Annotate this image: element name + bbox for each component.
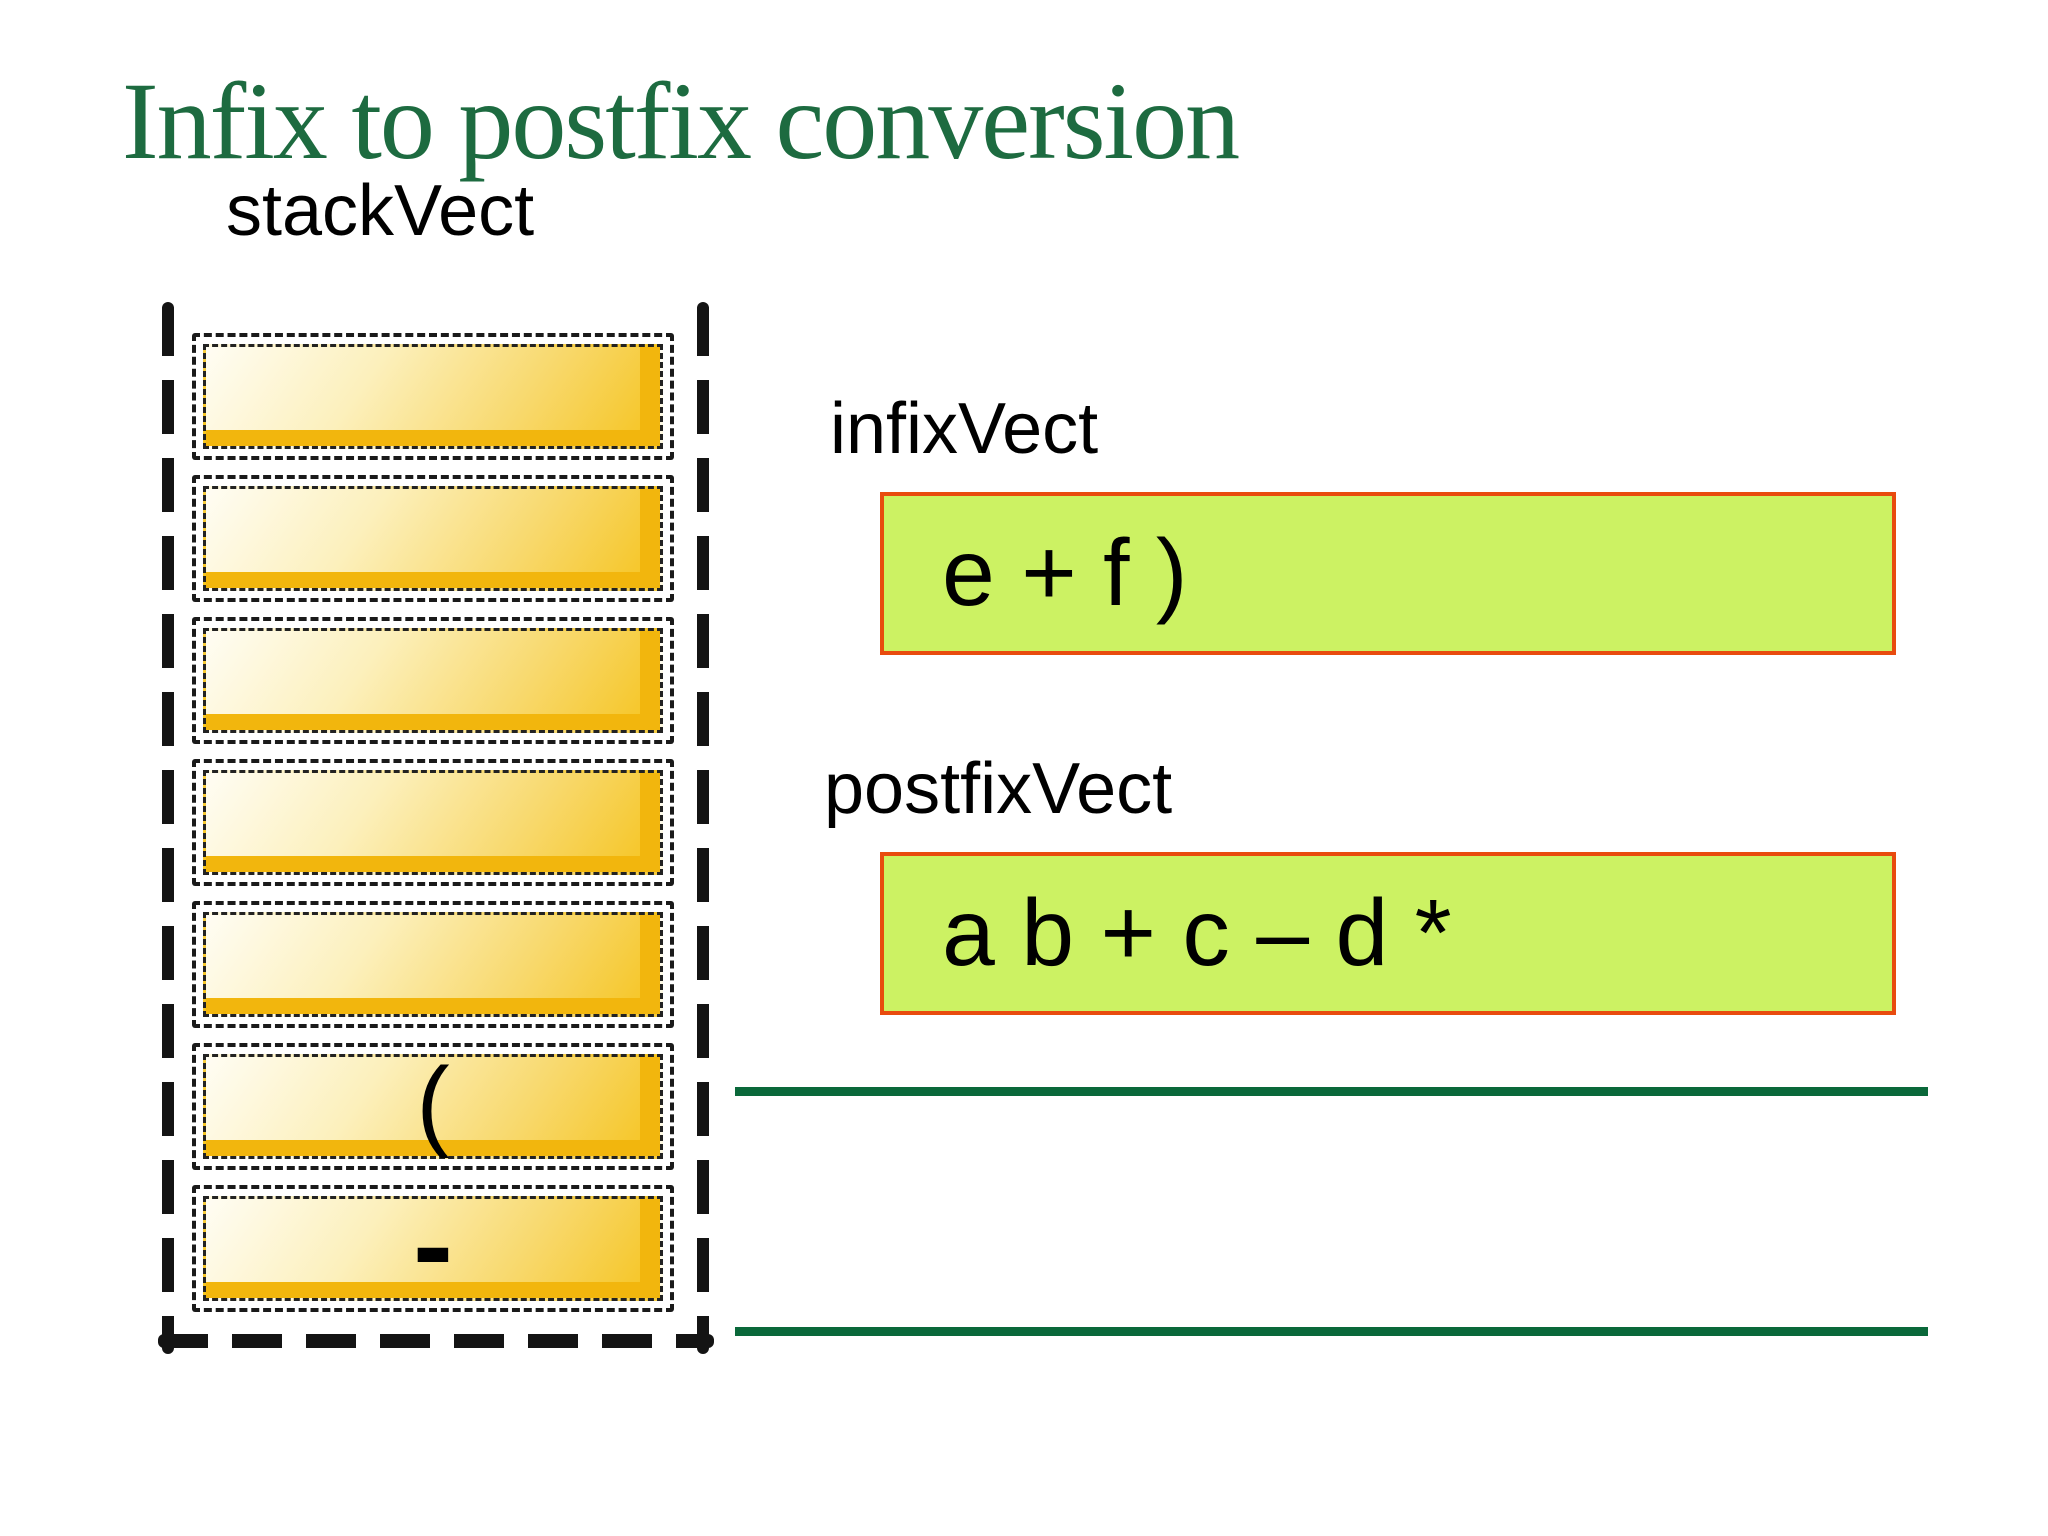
stack-slot (192, 901, 674, 1028)
stack-slot-face (203, 486, 663, 591)
stack-slot-face (203, 770, 663, 875)
stack-slot-face (203, 628, 663, 733)
infix-vector-value: e + f ) (942, 520, 1188, 626)
stack-slot-value: ( (416, 1046, 450, 1159)
stack-slot (192, 333, 674, 460)
stack-left-rail (162, 302, 174, 1354)
divider-line-bottom (735, 1327, 1928, 1336)
stack-label: stackVect (226, 171, 535, 251)
stack-slot: - (192, 1185, 674, 1312)
stack-bottom-rail (158, 1334, 714, 1348)
slide-title: Infix to postfix conversion (122, 60, 1240, 182)
stack-slot-face: - (203, 1185, 663, 1305)
postfix-label: postfixVect (824, 749, 1173, 829)
stack-slot-face: ( (203, 1046, 663, 1159)
stack-slot-face (203, 912, 663, 1017)
stack-slot: ( (192, 1043, 674, 1170)
infix-label: infixVect (830, 389, 1099, 469)
infix-vector-box: e + f ) (880, 492, 1896, 655)
stack-right-rail (697, 302, 709, 1354)
stack-slot (192, 759, 674, 886)
postfix-vector-box: a b + c – d * (880, 852, 1896, 1015)
divider-line-top (735, 1087, 1928, 1096)
stack-slot-value: - (413, 1177, 453, 1312)
stack-slot (192, 617, 674, 744)
postfix-vector-value: a b + c – d * (942, 880, 1452, 986)
stack-slot-face (203, 344, 663, 449)
stack-slot (192, 475, 674, 602)
